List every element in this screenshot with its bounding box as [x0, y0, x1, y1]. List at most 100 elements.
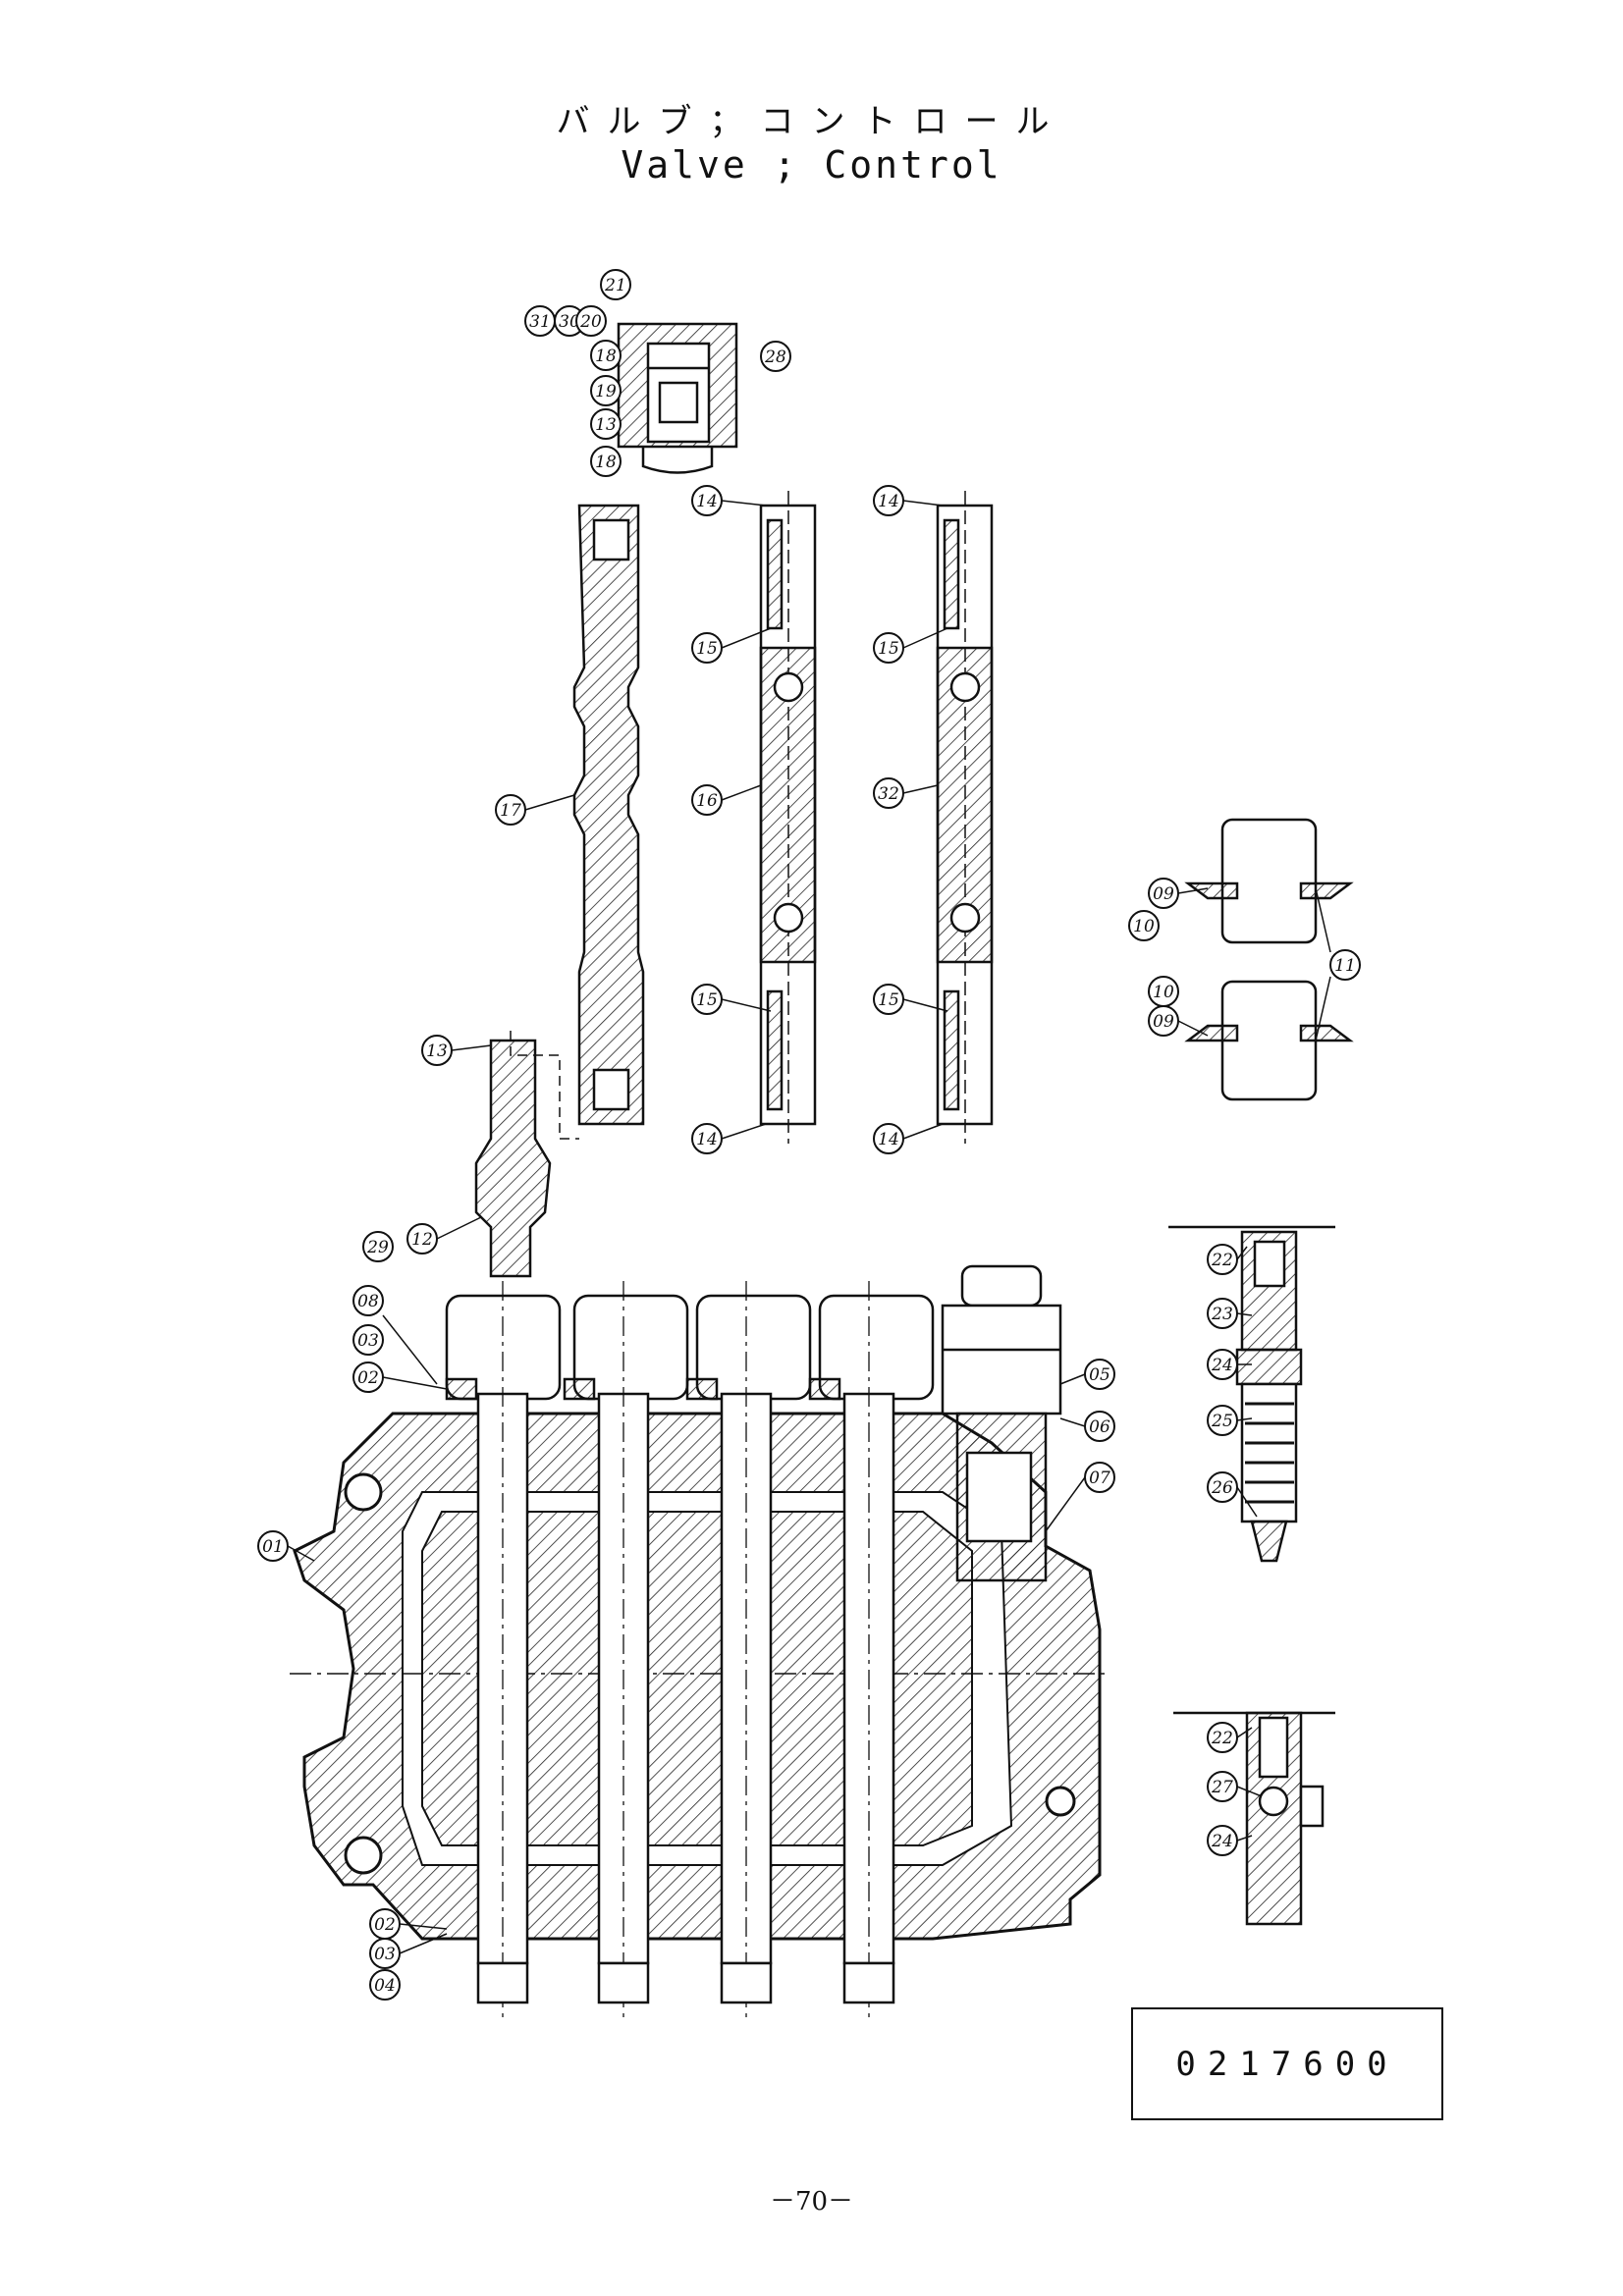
svg-text:15: 15 [878, 639, 899, 659]
plunger-13 [474, 1031, 579, 1278]
svg-text:22: 22 [1211, 1729, 1233, 1748]
callout-18a: 18 [590, 340, 622, 371]
svg-text:10: 10 [1153, 983, 1174, 1002]
page-number: －70－ [769, 2187, 854, 2216]
svg-text:07: 07 [1089, 1468, 1110, 1488]
svg-text:14: 14 [696, 1130, 718, 1149]
svg-text:15: 15 [696, 990, 718, 1010]
callout-bubbles: 31 30 20 21 18 19 13 18 28 17 14 15 16 1… [257, 269, 1361, 2001]
body-spools [445, 1281, 935, 2022]
callout-25: 25 [1207, 1405, 1238, 1436]
svg-text:05: 05 [1089, 1365, 1110, 1385]
spool-17 [572, 504, 645, 1126]
leader-lines [287, 500, 1331, 1954]
callout-15b: 15 [691, 984, 723, 1015]
callout-09a: 09 [1148, 878, 1179, 909]
svg-text:15: 15 [696, 639, 718, 659]
svg-text:20: 20 [579, 312, 602, 332]
callout-31: 31 [524, 305, 556, 337]
callout-18b: 18 [590, 446, 622, 477]
svg-text:28: 28 [764, 347, 786, 367]
svg-text:32: 32 [878, 784, 899, 804]
callout-05: 05 [1084, 1359, 1115, 1390]
svg-text:27: 27 [1211, 1778, 1233, 1797]
callout-24a: 24 [1207, 1349, 1238, 1380]
callout-28: 28 [760, 341, 791, 372]
svg-text:24: 24 [1211, 1832, 1233, 1851]
callout-04: 04 [369, 1969, 401, 2001]
seal-detail [1184, 818, 1354, 1101]
callout-14c: 14 [873, 485, 904, 516]
callout-06: 06 [1084, 1411, 1115, 1442]
callout-15d: 15 [873, 984, 904, 1015]
callout-19: 19 [590, 375, 622, 406]
svg-text:26: 26 [1211, 1478, 1233, 1498]
callout-30: 30 [554, 305, 585, 337]
svg-text:09: 09 [1153, 884, 1174, 904]
callout-21: 21 [600, 269, 631, 300]
svg-text:11: 11 [1334, 956, 1356, 976]
callout-15c: 15 [873, 632, 904, 664]
callout-02b: 02 [369, 1908, 401, 1940]
callout-23: 23 [1207, 1298, 1238, 1329]
svg-text:06: 06 [1089, 1417, 1110, 1437]
svg-text:21: 21 [604, 276, 626, 295]
callout-03a: 03 [352, 1324, 384, 1356]
callout-07: 07 [1084, 1462, 1115, 1493]
svg-text:12: 12 [411, 1230, 433, 1250]
cap-assembly [617, 322, 738, 474]
relief-valve-detail [1168, 1225, 1335, 1563]
callout-14a: 14 [691, 485, 723, 516]
svg-text:01: 01 [262, 1537, 284, 1557]
callout-10b: 10 [1148, 976, 1179, 1007]
title-english: Valve ; Control [621, 143, 1002, 187]
svg-text:24: 24 [1211, 1356, 1233, 1375]
svg-text:14: 14 [878, 1130, 899, 1149]
callout-22a: 22 [1207, 1244, 1238, 1275]
svg-text:10: 10 [1133, 917, 1155, 936]
callout-24b: 24 [1207, 1825, 1238, 1856]
callout-11: 11 [1329, 949, 1361, 981]
svg-text:08: 08 [357, 1292, 379, 1311]
callout-29: 29 [362, 1231, 394, 1262]
callout-10a: 10 [1128, 910, 1160, 941]
callout-17: 17 [495, 794, 526, 826]
svg-text:02: 02 [357, 1368, 379, 1388]
svg-text:02: 02 [374, 1915, 396, 1935]
svg-text:31: 31 [529, 312, 551, 332]
svg-text:15: 15 [878, 990, 899, 1010]
svg-text:04: 04 [374, 1976, 396, 1996]
svg-text:22: 22 [1211, 1251, 1233, 1270]
svg-text:25: 25 [1211, 1412, 1233, 1431]
part-number-box: 0217600 [1131, 2007, 1443, 2120]
callout-08: 08 [352, 1285, 384, 1316]
callout-01: 01 [257, 1530, 289, 1562]
svg-text:14: 14 [878, 492, 899, 511]
callout-09b: 09 [1148, 1005, 1179, 1037]
svg-text:17: 17 [500, 801, 521, 821]
callout-27: 27 [1207, 1771, 1238, 1802]
svg-text:03: 03 [357, 1331, 379, 1351]
svg-text:18: 18 [595, 453, 617, 472]
callout-16: 16 [691, 784, 723, 816]
callout-22b: 22 [1207, 1722, 1238, 1753]
svg-text:29: 29 [366, 1238, 389, 1257]
svg-text:16: 16 [696, 791, 718, 811]
relief-plug-05 [941, 1264, 1062, 1582]
svg-text:18: 18 [595, 347, 617, 366]
spool-16 [759, 491, 817, 1144]
callout-26: 26 [1207, 1471, 1238, 1503]
callout-15a: 15 [691, 632, 723, 664]
callout-14b: 14 [691, 1123, 723, 1154]
callout-13b: 13 [421, 1035, 453, 1066]
svg-text:23: 23 [1211, 1305, 1233, 1324]
svg-text:30: 30 [559, 312, 580, 332]
callout-02a: 02 [352, 1362, 384, 1393]
callout-12: 12 [406, 1223, 438, 1255]
callout-03b: 03 [369, 1938, 401, 1969]
svg-text:13: 13 [595, 415, 617, 435]
callout-20: 20 [575, 305, 607, 337]
spool-32 [936, 491, 994, 1144]
callout-13a: 13 [590, 408, 622, 440]
